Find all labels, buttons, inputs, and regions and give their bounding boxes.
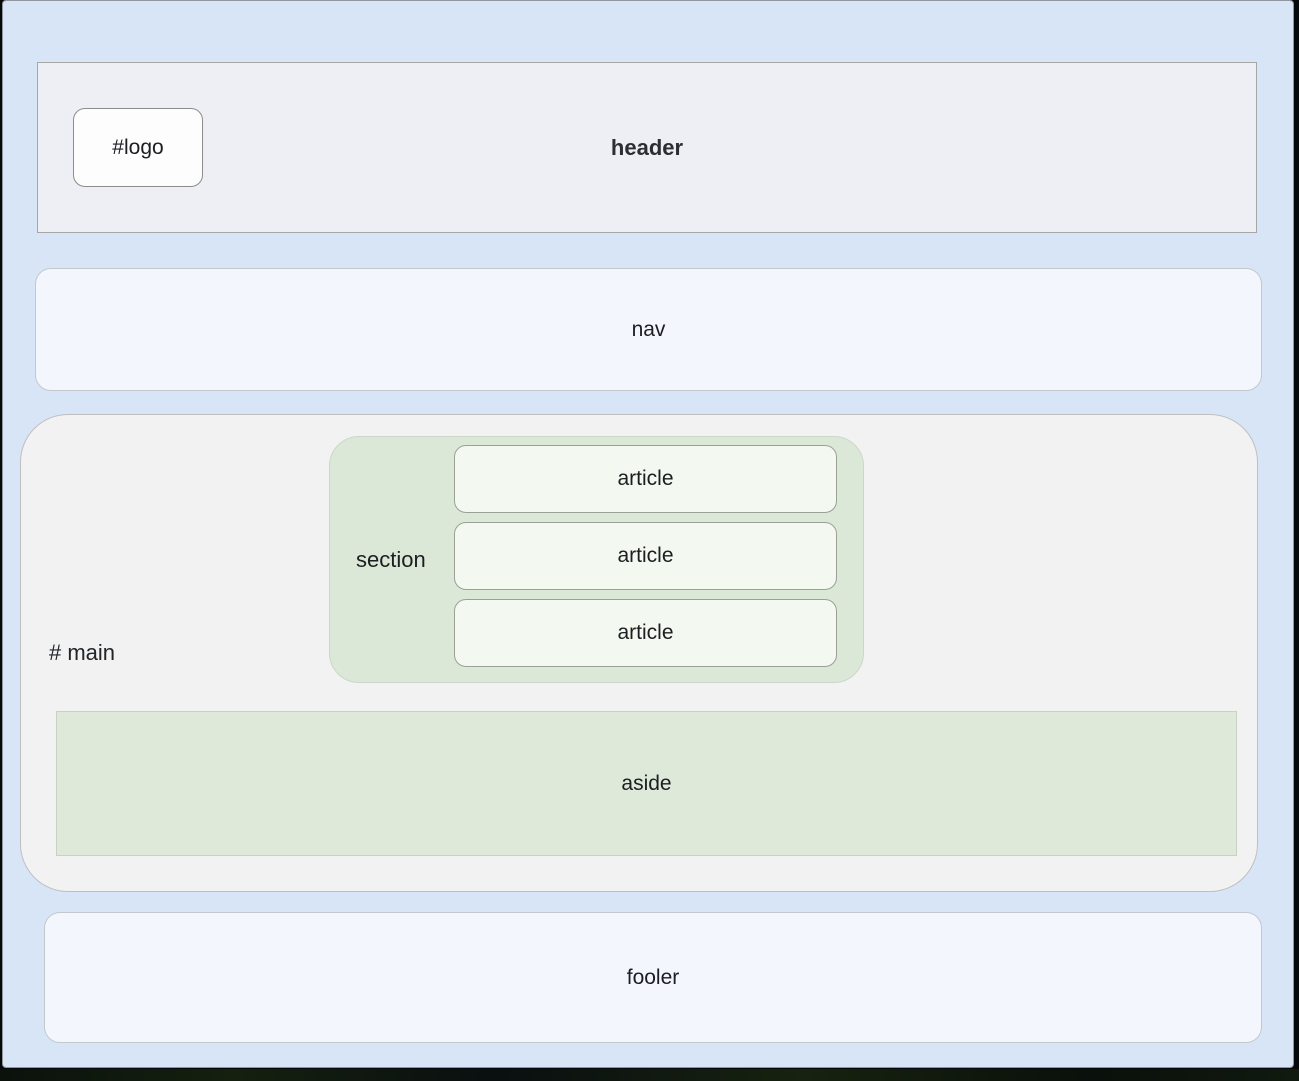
footer-label: fooler [626, 965, 680, 989]
article-block: article [454, 445, 837, 513]
desktop-background-strip [0, 1069, 1299, 1081]
article-block: article [454, 522, 837, 590]
aside-block: aside [56, 711, 1237, 856]
logo-box: #logo [73, 108, 203, 187]
nav-block: nav [35, 268, 1262, 391]
header-block: #logo header [37, 62, 1257, 233]
footer-block: fooler [44, 912, 1262, 1043]
section-block: section article article article [329, 436, 864, 683]
aside-label: aside [621, 771, 672, 795]
article-list: article article article [454, 445, 837, 667]
nav-label: nav [631, 317, 666, 341]
article-label: article [617, 467, 674, 490]
section-label: section [356, 546, 426, 572]
main-block: # main section article article article a… [20, 414, 1258, 892]
article-label: article [617, 544, 674, 567]
main-label: # main [49, 640, 116, 665]
logo-label: #logo [112, 135, 164, 159]
article-label: article [617, 621, 674, 644]
header-label: header [610, 134, 684, 160]
article-block: article [454, 599, 837, 667]
